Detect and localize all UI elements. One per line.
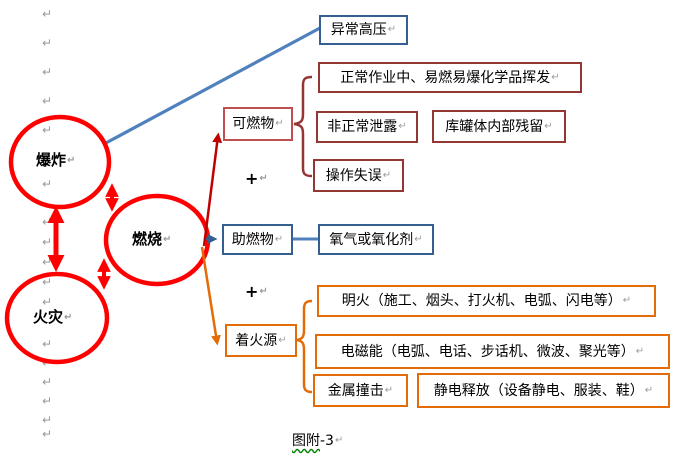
return-mark-icon: ↵ — [551, 71, 560, 83]
box-ignition-source-label: 着火源 — [235, 332, 278, 349]
return-mark-icon: ↵ — [398, 121, 407, 132]
box-abnormal-pressure-label: 异常高压 — [330, 22, 387, 38]
box-combustion-supporter[interactable]: 助燃物↵ — [222, 224, 293, 255]
return-mark-icon: ↵ — [42, 123, 53, 137]
return-mark-icon: ↵ — [42, 177, 53, 191]
return-mark-icon: ↵ — [42, 65, 53, 79]
box-abnormal-pressure[interactable]: 异常高压↵ — [319, 15, 408, 45]
return-mark-icon: ↵ — [42, 356, 53, 370]
return-mark-icon: ↵ — [42, 7, 53, 21]
return-mark-icon: ↵ — [544, 120, 553, 132]
plus-operator-combustible-supporter: +↵ — [245, 171, 268, 187]
box-electromagnetic[interactable]: 电磁能（电弧、电话、步话机、微波、聚光等）↵ — [315, 334, 670, 369]
return-mark-icon: ↵ — [42, 275, 53, 289]
node-combustion[interactable]: 燃烧↵ — [132, 232, 171, 247]
box-static-discharge-label: 静电释放（设备静电、服装、鞋） — [433, 382, 644, 399]
box-operation-error[interactable]: 操作失误↵ — [313, 159, 404, 192]
box-normal-operation-label: 正常作业中、易燃易爆化学品挥发 — [340, 69, 551, 86]
plus-sign: + — [245, 169, 259, 188]
box-abnormal-leak-label: 非正常泄露 — [327, 119, 398, 135]
box-combustion-supporter-label: 助燃物 — [231, 231, 274, 248]
plus-operator-supporter-ignition: +↵ — [245, 284, 268, 300]
return-mark-icon: ↵ — [622, 295, 632, 306]
box-tank-residue-label: 库罐体内部残留 — [445, 118, 544, 135]
figure-caption-number: -3 — [320, 433, 334, 449]
box-metal-impact[interactable]: 金属撞击↵ — [313, 374, 408, 407]
box-static-discharge[interactable]: 静电释放（设备静电、服装、鞋）↵ — [417, 373, 670, 408]
box-normal-operation[interactable]: 正常作业中、易燃易爆化学品挥发↵ — [318, 62, 582, 93]
brace-combustible — [293, 75, 313, 178]
return-mark-icon: ↵ — [42, 295, 53, 309]
node-explosion-label: 爆炸 — [36, 151, 67, 169]
return-mark-icon: ↵ — [259, 173, 268, 184]
box-oxygen-label: 氧气或氧化剂 — [329, 231, 414, 248]
return-mark-icon: ↵ — [42, 215, 53, 229]
return-mark-icon: ↵ — [67, 154, 76, 166]
box-ignition-source[interactable]: 着火源↵ — [225, 324, 297, 357]
box-open-flame-label: 明火（施工、烟头、打火机、电弧、闪电等） — [341, 293, 622, 309]
return-mark-icon: ↵ — [635, 345, 645, 357]
brace-ignition — [296, 299, 313, 394]
box-combustible-label: 可燃物 — [232, 116, 275, 132]
return-mark-icon: ↵ — [414, 233, 423, 245]
return-mark-icon: ↵ — [42, 394, 53, 408]
return-mark-icon: ↵ — [278, 334, 287, 346]
return-mark-icon: ↵ — [64, 311, 73, 323]
plus-sign: + — [245, 282, 259, 301]
figure-caption-text: 图附 — [292, 433, 320, 449]
arrow-combustion-combustible — [202, 132, 223, 247]
return-mark-icon: ↵ — [387, 24, 397, 35]
return-mark-icon: ↵ — [274, 233, 284, 245]
box-abnormal-leak[interactable]: 非正常泄露↵ — [316, 111, 418, 143]
return-mark-icon: ↵ — [42, 375, 53, 389]
node-fire-label: 火灾 — [33, 308, 64, 326]
box-electromagnetic-label: 电磁能（电弧、电话、步话机、微波、聚光等） — [340, 343, 635, 360]
box-metal-impact-label: 金属撞击 — [327, 382, 384, 399]
return-mark-icon: ↵ — [384, 384, 394, 396]
arrow-combustion-ignition — [200, 246, 221, 346]
return-mark-icon: ↵ — [42, 94, 53, 108]
return-mark-icon: ↵ — [42, 427, 53, 441]
return-mark-icon: ↵ — [42, 255, 53, 269]
box-combustible[interactable]: 可燃物↵ — [223, 107, 293, 141]
return-mark-icon: ↵ — [42, 235, 53, 249]
node-explosion[interactable]: 爆炸↵ — [36, 153, 75, 168]
return-mark-icon: ↵ — [382, 169, 392, 181]
node-fire[interactable]: 火灾↵ — [33, 310, 72, 325]
return-mark-icon: ↵ — [42, 337, 53, 351]
node-combustion-label: 燃烧 — [132, 230, 163, 248]
return-mark-icon: ↵ — [275, 118, 284, 129]
return-mark-icon: ↵ — [42, 36, 53, 50]
box-tank-residue[interactable]: 库罐体内部残留↵ — [432, 110, 566, 143]
return-mark-icon: ↵ — [334, 435, 344, 446]
return-mark-icon: ↵ — [644, 384, 654, 396]
figure-caption: 图附-3↵ — [292, 434, 343, 448]
return-mark-icon: ↵ — [42, 413, 53, 427]
box-open-flame[interactable]: 明火（施工、烟头、打火机、电弧、闪电等）↵ — [317, 285, 656, 317]
box-oxygen[interactable]: 氧气或氧化剂↵ — [318, 224, 434, 255]
return-mark-icon: ↵ — [259, 286, 268, 297]
box-operation-error-label: 操作失误 — [325, 167, 382, 184]
return-mark-icon: ↵ — [163, 233, 172, 245]
